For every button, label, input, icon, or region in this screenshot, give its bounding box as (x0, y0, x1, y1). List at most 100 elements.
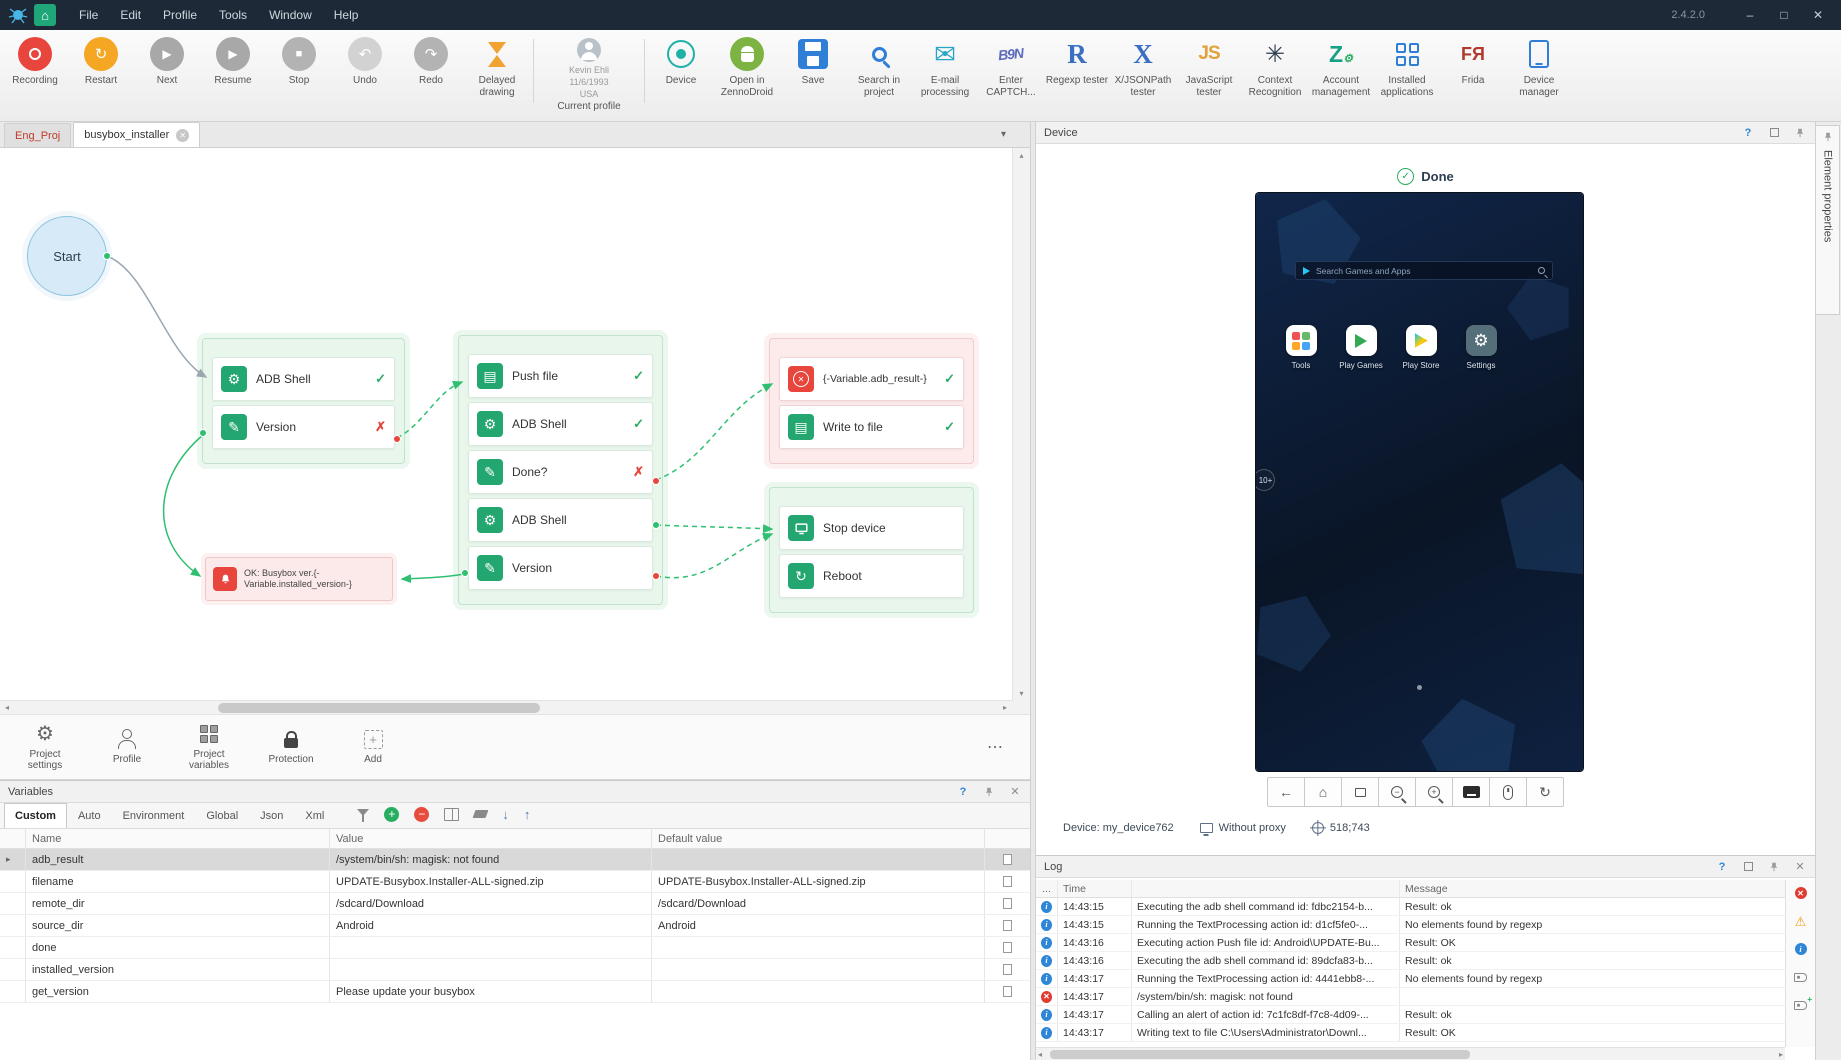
variable-default[interactable] (652, 849, 985, 870)
action-group-3[interactable]: ✕ {-Variable.adb_result-} ✓ ▤ Write to f… (769, 338, 974, 464)
toolbar-current-profile[interactable]: Kevin Ehli 11/6/1993 USA Current profile (537, 37, 641, 112)
toolbar-enter-captcha[interactable]: B9N Enter CAPTCH... (978, 37, 1044, 98)
column-icon[interactable]: ... (1036, 880, 1058, 897)
zoom-out-button[interactable]: − (1378, 777, 1416, 807)
app-play-games[interactable]: Play Games (1344, 325, 1378, 370)
variable-row-filename[interactable]: filename UPDATE-Busybox.Installer-ALL-si… (0, 871, 1030, 893)
variable-value[interactable]: UPDATE-Busybox.Installer-ALL-signed.zip (330, 871, 652, 892)
toolbar-account-management[interactable]: Z⚙ Account management (1308, 37, 1374, 98)
canvas-horizontal-scrollbar[interactable]: ◂ ▸ (0, 700, 1012, 714)
flow-canvas[interactable]: Start ⚙ ADB Shell ✓ ✎ Version ✗ ▤ Push (0, 148, 1012, 700)
copy-icon[interactable] (1003, 964, 1012, 975)
toolbar-restart[interactable]: ↻ Restart (68, 37, 134, 87)
tab-xml[interactable]: Xml (294, 803, 335, 828)
copy-icon[interactable] (1003, 986, 1012, 997)
log-horizontal-scrollbar[interactable]: ◂ ▸ (1036, 1047, 1785, 1060)
variable-row-installed-version[interactable]: installed_version (0, 959, 1030, 981)
variable-name[interactable]: filename (26, 871, 330, 892)
column-message[interactable]: Message (1400, 880, 1785, 897)
variable-name[interactable]: source_dir (26, 915, 330, 936)
zoom-in-button[interactable]: + (1415, 777, 1453, 807)
toolbar-device-manager[interactable]: Device manager (1506, 37, 1572, 98)
tab-eng-proj[interactable]: Eng_Proj (4, 123, 71, 147)
remove-variable-button[interactable] (414, 807, 429, 822)
variable-value[interactable] (330, 937, 652, 958)
toolbar-installed-applications[interactable]: Installed applications (1374, 37, 1440, 98)
toolbar-frida[interactable]: FЯ Frida (1440, 37, 1506, 87)
variable-value[interactable]: /system/bin/sh: magisk: not found (330, 849, 652, 870)
toolbar-redo[interactable]: ↷ Redo (398, 37, 464, 87)
variable-default[interactable] (652, 937, 985, 958)
play-search-bar[interactable]: Search Games and Apps (1295, 261, 1553, 280)
pin-icon[interactable] (982, 785, 996, 799)
action-group-2[interactable]: ▤ Push file ✓ ⚙ ADB Shell ✓ ✎ Done? ✗ ⚙ … (458, 335, 663, 605)
toolbar-context-recognition[interactable]: ✳ Context Recognition (1242, 37, 1308, 98)
keyboard-button[interactable] (1452, 777, 1490, 807)
menu-file[interactable]: File (68, 0, 109, 30)
add-tag-filter-button[interactable] (1792, 996, 1810, 1014)
tab-auto[interactable]: Auto (67, 803, 112, 828)
variable-row-remote-dir[interactable]: remote_dir /sdcard/Download /sdcard/Down… (0, 893, 1030, 915)
move-up-icon[interactable]: ↑ (524, 807, 531, 822)
tab-environment[interactable]: Environment (112, 803, 196, 828)
menu-tools[interactable]: Tools (208, 0, 258, 30)
variable-row-adb-result[interactable]: adb_result /system/bin/sh: magisk: not f… (0, 849, 1030, 871)
toolbar-save[interactable]: Save (780, 37, 846, 87)
variable-default[interactable] (652, 959, 985, 980)
close-icon[interactable]: ✕ (1793, 860, 1807, 874)
recents-button[interactable] (1341, 777, 1379, 807)
close-button[interactable]: ✕ (1801, 0, 1835, 30)
back-button[interactable]: ← (1267, 777, 1305, 807)
mouse-button[interactable] (1489, 777, 1527, 807)
element-properties-tab[interactable]: Element properties (1816, 125, 1840, 315)
toolbar-delayed-drawing[interactable]: Delayed drawing (464, 37, 530, 98)
filter-info-button[interactable]: i (1792, 940, 1810, 958)
app-settings[interactable]: ⚙ Settings (1464, 325, 1498, 370)
variable-row-get-version[interactable]: get_version Please update your busybox (0, 981, 1030, 1003)
variable-default[interactable]: UPDATE-Busybox.Installer-ALL-signed.zip (652, 871, 985, 892)
variable-row-done[interactable]: done (0, 937, 1030, 959)
toolbar-undo[interactable]: ↶ Undo (332, 37, 398, 87)
move-down-icon[interactable]: ↓ (502, 807, 509, 822)
add-button[interactable]: Add (342, 728, 404, 766)
column-time[interactable]: Time (1058, 880, 1132, 897)
variable-name[interactable]: remote_dir (26, 893, 330, 914)
home-button[interactable]: ⌂ (1304, 777, 1342, 807)
menu-edit[interactable]: Edit (109, 0, 152, 30)
help-icon[interactable]: ? (956, 785, 970, 799)
node-done-check[interactable]: ✎ Done? ✗ (468, 450, 653, 494)
toolbar-regexp-tester[interactable]: R Regexp tester (1044, 37, 1110, 87)
tab-list-dropdown[interactable] (1001, 129, 1006, 140)
node-variable-adb-result[interactable]: ✕ {-Variable.adb_result-} ✓ (779, 357, 964, 401)
menu-profile[interactable]: Profile (152, 0, 208, 30)
maximize-icon[interactable] (1741, 860, 1755, 874)
variable-value[interactable]: /sdcard/Download (330, 893, 652, 914)
variable-value[interactable]: Please update your busybox (330, 981, 652, 1002)
toolbar-search-in-project[interactable]: Search in project (846, 37, 912, 98)
variable-row-source-dir[interactable]: source_dir Android Android (0, 915, 1030, 937)
start-node[interactable]: Start (27, 216, 107, 296)
column-name[interactable]: Name (26, 829, 330, 848)
column-value[interactable]: Value (330, 829, 652, 848)
node-adb-shell[interactable]: ⚙ ADB Shell (468, 498, 653, 542)
home-button[interactable]: ⌂ (34, 4, 56, 26)
filter-icon[interactable] (357, 809, 369, 816)
more-options-button[interactable]: ⋯ (987, 737, 1004, 757)
node-alert-busybox-ok[interactable]: OK: Busybox ver.{-Variable.installed_ver… (205, 557, 393, 601)
log-row[interactable]: i 14:43:15 Executing the adb shell comma… (1036, 898, 1785, 916)
log-row[interactable]: i 14:43:16 Executing action Push file id… (1036, 934, 1785, 952)
log-row-error[interactable]: ✕ 14:43:17 /system/bin/sh: magisk: not f… (1036, 988, 1785, 1006)
log-row[interactable]: i 14:43:17 Calling an alert of action id… (1036, 1006, 1785, 1024)
tag-filter-button[interactable] (1792, 968, 1810, 986)
scrollbar-thumb[interactable] (218, 703, 540, 713)
minimize-button[interactable]: – (1733, 0, 1767, 30)
proxy-status[interactable]: Without proxy (1200, 822, 1286, 834)
pin-icon[interactable] (1767, 860, 1781, 874)
help-icon[interactable]: ? (1741, 126, 1755, 140)
node-adb-shell[interactable]: ⚙ ADB Shell ✓ (468, 402, 653, 446)
device-screen[interactable]: Search Games and Apps Tools Play Games P… (1256, 193, 1583, 771)
app-play-store[interactable]: Play Store (1404, 325, 1438, 370)
toolbar-device[interactable]: Device (648, 37, 714, 87)
variable-name[interactable]: adb_result (26, 849, 330, 870)
pin-icon[interactable] (1793, 126, 1807, 140)
